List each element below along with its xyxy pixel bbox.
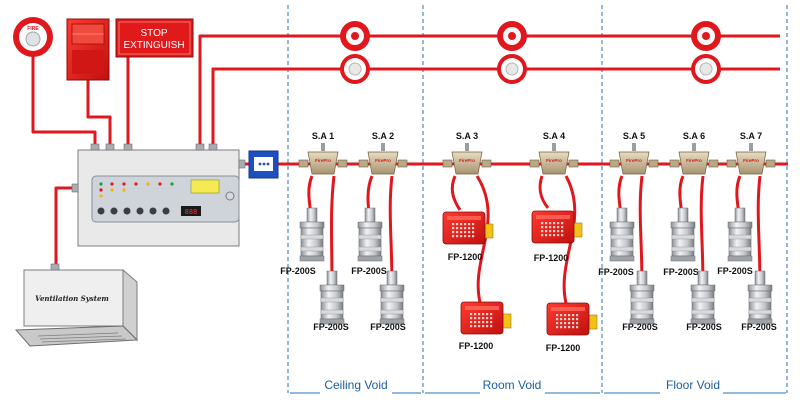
stop-extinguish-button[interactable]: STOP EXTINGUISH (115, 18, 194, 58)
splitter-brand: FirePro (743, 158, 759, 163)
splitter-brand: FirePro (626, 158, 642, 163)
splitter-brand: FirePro (315, 158, 331, 163)
splitter-label: S.A 7 (740, 131, 762, 141)
fp1200-generator: FP-1200 (459, 301, 512, 351)
fp200s-label: FP-200S (741, 322, 777, 332)
fp200s-generator: FP-200S (686, 270, 722, 332)
zone-label-room-void: Room Void (483, 378, 542, 392)
fp200s-label: FP-200S (351, 266, 387, 276)
fire-alarm-bell: FIRE (13, 17, 53, 57)
fp1200-label: FP-1200 (459, 341, 494, 351)
sounder-red-1 (340, 21, 370, 51)
splitter-sa-4: S.A 4 FirePro (529, 131, 579, 175)
fp1200-label: FP-1200 (546, 343, 581, 353)
zone-label-ceiling-void: Ceiling Void (324, 378, 387, 392)
fp200s-generator: FP-200S (717, 207, 753, 276)
stop-label-line2: EXTINGUISH (123, 40, 184, 51)
stop-label-line1: STOP (140, 28, 167, 39)
fp1200-label: FP-1200 (534, 253, 569, 263)
fp200s-label: FP-200S (370, 322, 406, 332)
splitter-label: S.A 5 (623, 131, 645, 141)
sounder-row-white (340, 54, 721, 84)
sounder-white-1 (340, 54, 370, 84)
splitter-brand: FirePro (686, 158, 702, 163)
splitter-label: S.A 3 (456, 131, 478, 141)
splitter-label: S.A 6 (683, 131, 705, 141)
sounder-row-red (340, 21, 721, 51)
sounder-red-2 (497, 21, 527, 51)
splitter-brand: FirePro (546, 158, 562, 163)
fp200s-label: FP-200S (622, 322, 658, 332)
fp1200-generator: FP-1200 (546, 302, 598, 353)
ventilation-label: Ventilation System (35, 294, 109, 303)
fp200s-label: FP-200S (313, 322, 349, 332)
svg-text:888: 888 (185, 208, 198, 216)
splitter-label: S.A 4 (543, 131, 565, 141)
fp200s-generator: FP-200S (663, 207, 699, 277)
panel-indicators (99, 182, 174, 198)
splitter-brand: FirePro (459, 158, 475, 163)
splitter-sa-3: S.A 3 FirePro (442, 131, 492, 175)
splitter-sa-6: S.A 6 FirePro (669, 131, 719, 175)
splitter-sa-5: S.A 5 FirePro (609, 131, 659, 175)
fp200s-group: FP-200S FP-200S FP-200S FP-200S FP-200S FP-20… (280, 207, 777, 332)
splitter-brand: FirePro (375, 158, 391, 163)
fp200s-generator: FP-200S (280, 207, 325, 276)
splitter-label: S.A 1 (312, 131, 334, 141)
fp200s-label: FP-200S (598, 267, 634, 277)
fp200s-label: FP-200S (686, 322, 722, 332)
panel-keypad (97, 207, 170, 215)
fp200s-label: FP-200S (280, 266, 316, 276)
sounder-white-2 (497, 54, 527, 84)
fp1200-generator: FP-1200 (442, 211, 494, 262)
fp200s-generator: FP-200S (622, 270, 658, 332)
splitter-label: S.A 2 (372, 131, 394, 141)
fp200s-generator: FP-200S (370, 270, 406, 332)
sounder-white-3 (691, 54, 721, 84)
release-control-box (66, 18, 110, 81)
splitter-sa-1: S.A 1 FirePro (298, 131, 348, 175)
fp200s-generator: FP-200S (598, 207, 635, 277)
splitter-sa-7: S.A 7 FirePro (726, 131, 776, 175)
ventilation-unit: Ventilation System (14, 263, 139, 347)
fp200s-generator: FP-200S (351, 207, 387, 276)
fp1200-generator: FP-1200 (531, 210, 583, 263)
sounder-red-3 (691, 21, 721, 51)
fp200s-generator: FP-200S (313, 270, 349, 332)
fire-alarm-label: FIRE (27, 26, 39, 32)
fp200s-generator: FP-200S (741, 270, 777, 332)
zone-label-floor-void: Floor Void (666, 378, 720, 392)
fp200s-label: FP-200S (717, 266, 753, 276)
fp200s-label: FP-200S (663, 267, 699, 277)
manual-call-point[interactable] (248, 150, 279, 179)
fire-control-panel: 888 (71, 143, 246, 247)
splitter-sa-2: S.A 2 FirePro (358, 131, 408, 175)
fp1200-label: FP-1200 (448, 252, 483, 262)
